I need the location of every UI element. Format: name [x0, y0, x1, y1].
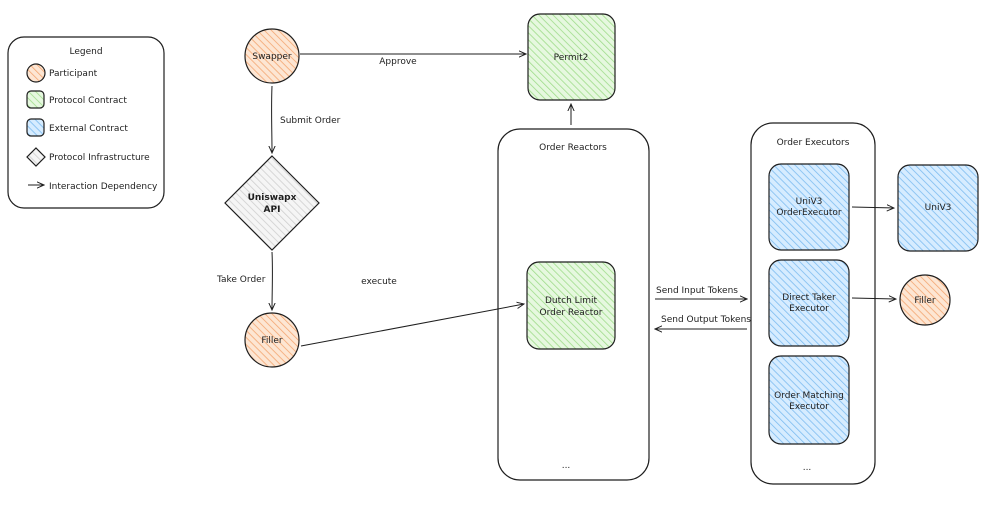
submit-order-label: Submit Order: [280, 116, 341, 126]
executor-to-univ3-arrow: [851, 207, 894, 208]
direct-taker-executor-label-line2: Executor: [789, 304, 829, 314]
execute-arrow: [300, 304, 524, 347]
order-reactors-group: Order Reactors Dutch Limit Order Reactor…: [497, 128, 650, 481]
execute-label: execute: [361, 277, 397, 287]
univ3-node: UniV3: [897, 164, 979, 252]
uniswapx-api-label-line1: Uniswapx: [248, 193, 297, 203]
order-executors-title: Order Executors: [777, 138, 850, 148]
order-matching-executor-box: [768, 355, 850, 445]
send-output-tokens-label: Send Output Tokens: [661, 315, 751, 325]
univ3-box: [897, 164, 979, 252]
send-input-tokens-label: Send Input Tokens: [656, 286, 738, 296]
univ3-order-executor-label-line2: OrderExecutor: [776, 208, 842, 218]
executor-to-filler-arrow: [851, 298, 896, 299]
legend-infrastructure-swatch: [26, 147, 46, 167]
legend-dependency-label: Interaction Dependency: [49, 182, 158, 192]
legend-box: [7, 36, 165, 209]
legend-external-contract-swatch: [26, 118, 45, 137]
swapper-label: Swapper: [252, 52, 292, 62]
take-order-label: Take Order: [216, 275, 266, 285]
order-executors-more: ...: [803, 463, 812, 473]
legend-title: Legend: [69, 47, 102, 57]
filler-external-circle: [899, 274, 951, 326]
filler-external-node: Filler: [899, 274, 951, 326]
univ3-order-executor-box: [768, 163, 850, 251]
filler-label: Filler: [261, 336, 283, 346]
legend-participant-label: Participant: [49, 69, 98, 79]
legend: Legend Participant Protocol Contract Ext…: [7, 36, 165, 209]
order-reactors-more: ...: [562, 461, 571, 471]
order-executors-group: Order Executors UniV3 OrderExecutor Dire…: [750, 122, 876, 485]
permit2-box: [527, 13, 616, 101]
legend-external-contract-label: External Contract: [49, 124, 128, 134]
dutch-limit-reactor-label-line2: Order Reactor: [539, 308, 602, 318]
filler-circle: [244, 312, 300, 368]
permit2-node: Permit2: [527, 13, 616, 101]
filler-node: Filler: [244, 312, 300, 368]
direct-taker-executor-label-line1: Direct Taker: [782, 293, 836, 303]
dutch-limit-reactor-box: [526, 261, 616, 350]
legend-infrastructure-label: Protocol Infrastructure: [49, 153, 150, 163]
filler-external-label: Filler: [914, 296, 936, 306]
order-reactors-title: Order Reactors: [539, 143, 607, 153]
uniswapx-api-diamond: [224, 155, 320, 251]
legend-participant-swatch: [26, 63, 46, 83]
permit2-label: Permit2: [554, 53, 589, 63]
swapper-circle: [244, 28, 300, 84]
univ3-order-executor-label-line1: UniV3: [796, 197, 823, 207]
order-matching-executor-label-line1: Order Matching: [774, 391, 844, 401]
dutch-limit-reactor-label-line1: Dutch Limit: [545, 296, 597, 306]
swapper-node: Swapper: [244, 28, 300, 84]
univ3-label: UniV3: [925, 203, 952, 213]
approve-label: Approve: [379, 57, 417, 67]
uniswapx-api-node: Uniswapx API: [224, 155, 320, 251]
uniswapx-api-label-line2: API: [264, 205, 281, 215]
legend-protocol-contract-swatch: [26, 90, 45, 109]
direct-taker-executor-box: [768, 259, 850, 347]
legend-protocol-contract-label: Protocol Contract: [49, 96, 127, 106]
order-matching-executor-label-line2: Executor: [789, 402, 829, 412]
